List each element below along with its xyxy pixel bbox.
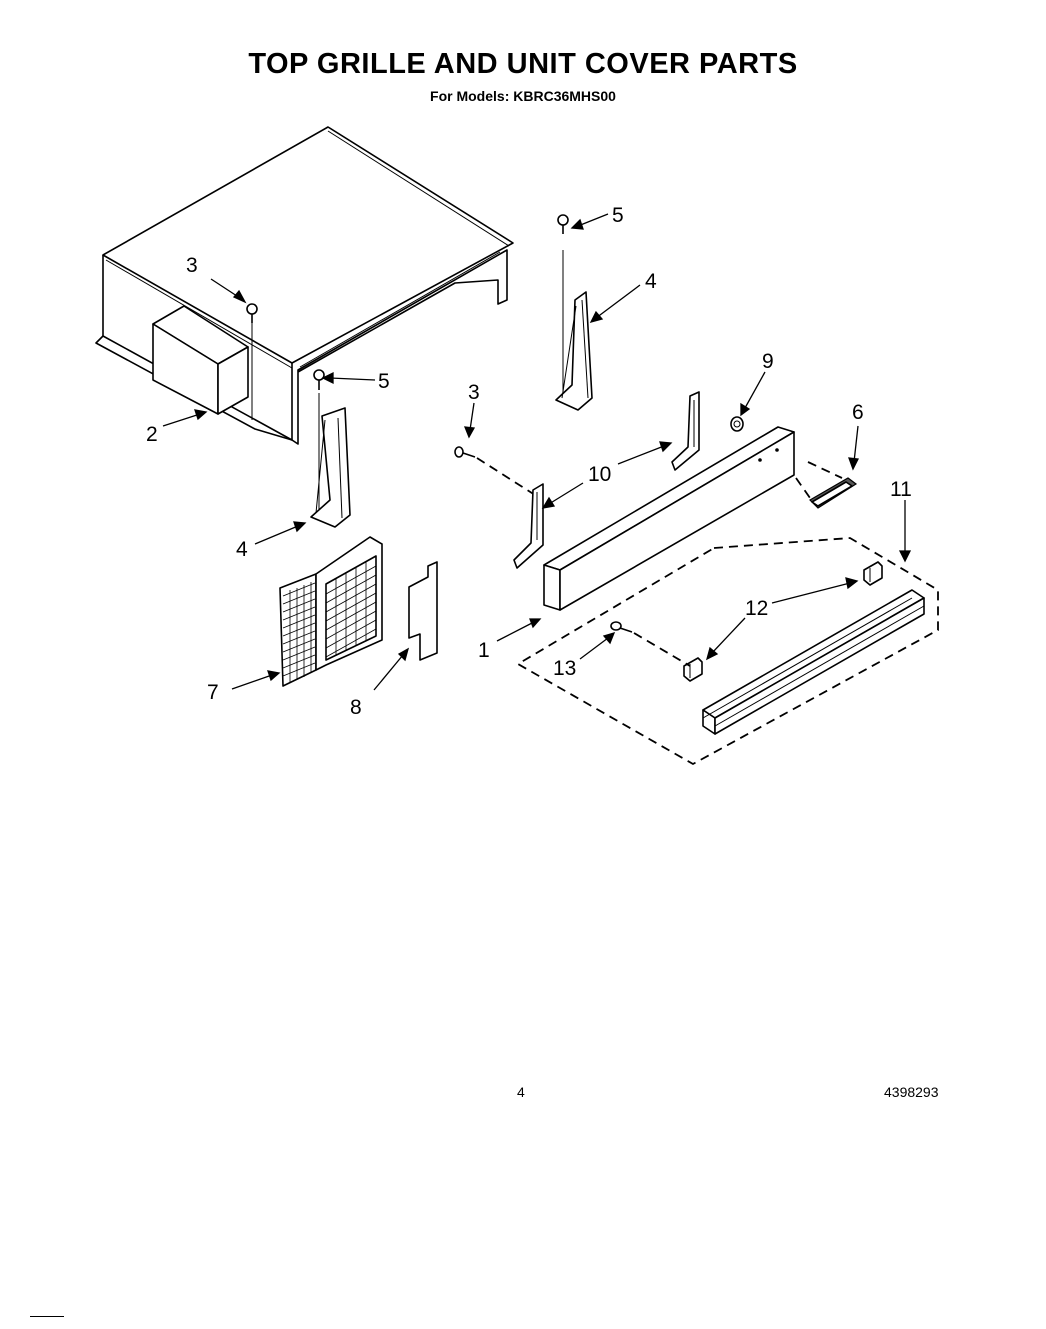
screw-5-left [313, 369, 325, 518]
screw-3-right [454, 446, 536, 496]
callout-6: 6 [852, 401, 864, 424]
callout-11: 11 [890, 478, 912, 501]
callout-10: 10 [588, 463, 611, 486]
nut-9 [730, 416, 744, 432]
divider [30, 1316, 64, 1317]
callout-3-left: 3 [186, 254, 198, 277]
callout-5-right: 5 [612, 204, 624, 227]
screw-3-left [246, 303, 258, 420]
callout-4-left: 4 [236, 538, 248, 561]
grille-bar [543, 426, 795, 611]
callout-8: 8 [350, 696, 362, 719]
model-subtitle: For Models: KBRC36MHS00 [430, 88, 616, 104]
callout-5-left: 5 [378, 370, 390, 393]
document-number: 4398293 [884, 1084, 939, 1100]
bracket-10-right [671, 391, 700, 471]
page-title: TOP GRILLE AND UNIT COVER PARTS [248, 48, 798, 80]
clip-12-right [863, 561, 883, 586]
badge-6 [795, 461, 858, 509]
kickplate-11 [702, 589, 925, 735]
insulation-8 [408, 561, 438, 661]
callout-4-right: 4 [645, 270, 657, 293]
base-assembly-outline [516, 537, 939, 766]
grille-7 [279, 536, 383, 687]
bracket-10-left [513, 483, 544, 569]
unit-cover [95, 126, 514, 445]
bracket-4-left [310, 407, 351, 528]
callout-2: 2 [146, 423, 158, 446]
clip-12-left [683, 657, 703, 682]
leader-lines [162, 213, 912, 691]
callout-1: 1 [478, 639, 490, 662]
callout-9: 9 [762, 350, 774, 373]
screw-13 [610, 621, 691, 667]
callout-13: 13 [553, 657, 576, 680]
screw-5-right [557, 214, 569, 395]
bracket-4-right [555, 291, 593, 411]
callout-7: 7 [207, 681, 219, 704]
control-box [152, 305, 249, 415]
callout-3-right: 3 [468, 381, 480, 404]
callout-12: 12 [745, 597, 768, 620]
page-number: 4 [517, 1084, 525, 1100]
